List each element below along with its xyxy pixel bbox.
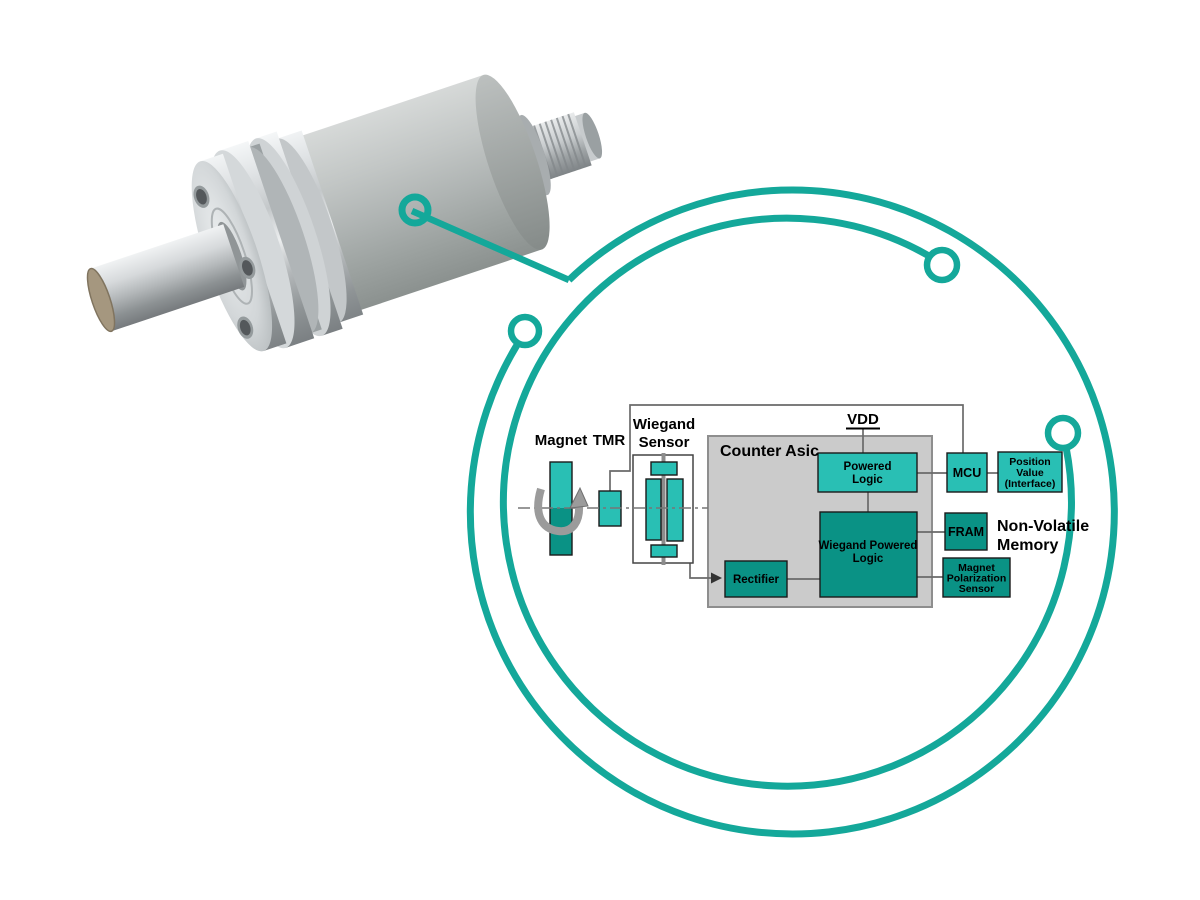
powered-logic-label: Logic [852,474,883,486]
position-value-label: Value [1016,467,1044,479]
callout-outer-circle [466,186,1118,838]
circle-node-icon [923,246,961,284]
non-volatile-memory-label: Non-Volatile [997,518,1089,535]
rectifier-box [724,560,788,598]
block-diagram: Magnet TMR Wiegand Sensor Counter Asic V… [518,404,1089,608]
wiegand-powered-logic-box [819,511,918,598]
encoder-photo [86,74,603,352]
wiegand-powered-logic-label: Logic [853,553,884,565]
counter-asic-label: Counter Asic [720,443,819,460]
mounting-hole-icon [237,316,254,339]
encoder-body [299,74,550,312]
position-value-label: (Interface) [1005,478,1056,490]
powered-logic-box [817,452,918,493]
powered-logic-label: Powered [844,461,892,473]
mounting-hole-icon [193,185,210,208]
circle-node-icon [398,193,432,227]
wiegand-powered-logic-label: Wiegand Powered [819,540,918,552]
callout-leader-line [410,208,571,283]
callout [398,186,1118,838]
fram-box [944,512,988,551]
magnet-label: Magnet [535,432,588,449]
wiegand-core [661,453,666,565]
mcu-box [946,452,988,493]
magnet-polarization-sensor-box [942,557,1011,598]
fram-label: FRAM [948,525,984,539]
wiegand-sensor-label: Wiegand [633,416,695,433]
non-volatile-memory-label: Memory [997,537,1058,554]
position-value-label: Position [1009,456,1050,468]
rotation-arrow-icon [534,486,589,536]
magnet-polarization-sensor-label: Sensor [959,583,995,595]
magnet-polarization-sensor-label: Magnet [958,562,995,574]
wiegand-sensor-symbol [632,453,694,565]
rectifier-label: Rectifier [733,574,780,586]
tmr-to-mcu-route [609,404,964,491]
vdd-label: VDD [847,411,879,428]
magnet-polarization-sensor-label: Polarization [947,573,1007,585]
tmr-label: TMR [593,432,626,449]
callout-inner-circle [499,214,1075,790]
mounting-hole-icon [239,256,256,280]
encoder-shaft [86,224,245,333]
circle-node-icon [507,313,543,349]
wiegand-sensor-label: Sensor [639,434,690,451]
circle-node-icon [1044,414,1082,452]
position-value-box [997,451,1063,493]
right-arrowhead-icon [711,572,722,584]
mcu-label: MCU [953,466,981,480]
